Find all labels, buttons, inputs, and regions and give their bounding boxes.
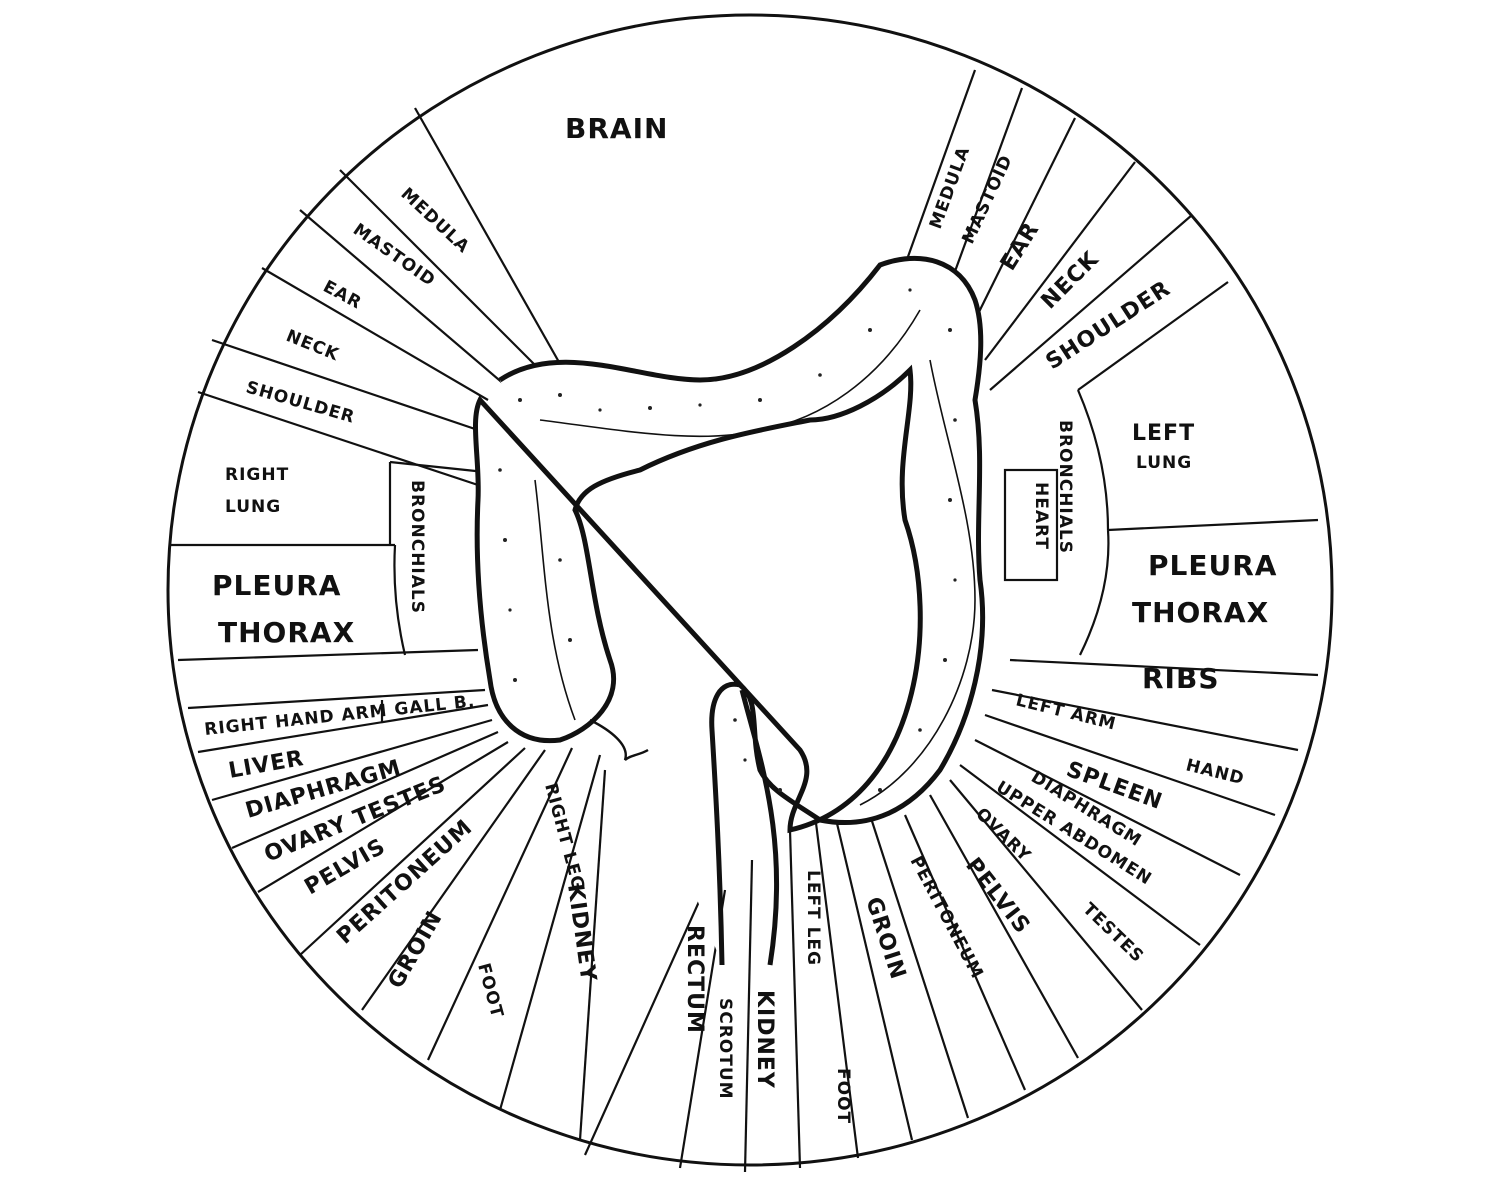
label-right-hand-arm: RIGHT HAND ARM [203,701,388,740]
label-left-thorax: THORAX [1132,596,1269,629]
label-left-leg: LEFT LEG [803,870,823,966]
label-right-pleura: PLEURA [212,569,341,602]
label-left-neck: NECK [1037,247,1105,315]
label-left-lung-1: LEFT [1132,421,1195,446]
label-right-groin: GROIN [384,907,448,993]
zone-dividers [170,69,1319,1173]
label-left-hand: HAND [1184,755,1247,789]
label-right-neck: NECK [283,326,342,365]
label-right-lung-1: RIGHT [225,465,289,485]
label-left-pelvis: PELVIS [960,853,1035,939]
label-ribs: RIBS [1142,662,1220,695]
label-left-pleura: PLEURA [1148,549,1277,582]
label-right-thorax: THORAX [218,616,355,649]
label-right-medula: MEDULA [397,184,474,258]
label-left-foot: FOOT [833,1068,853,1124]
colon-illustration [472,256,986,966]
label-scrotum: SCROTUM [715,998,735,1100]
label-right-shoulder: SHOULDER [244,378,358,428]
label-right-bronchials: BRONCHIALS [407,480,427,614]
label-left-ear: EAR [996,218,1045,275]
label-rectum: RECTUM [682,925,707,1034]
label-left-kidney: KIDNEY [752,990,777,1089]
label-left-testes: TESTES [1079,899,1148,967]
label-left-groin: GROIN [860,894,910,983]
label-left-bronchials: BRONCHIALS [1055,420,1075,554]
label-right-leg: RIGHT LEG [540,781,588,893]
label-right-ear: EAR [320,277,365,314]
outer-circle [166,13,1334,1167]
label-liver: LIVER [227,746,306,784]
label-right-kidney: KIDNEY [562,882,601,983]
label-left-lung-2: LUNG [1136,453,1192,473]
colon-stipple [498,288,957,792]
label-right-foot: FOOT [473,961,507,1020]
label-left-arm: LEFT ARM [1014,690,1119,734]
label-right-lung-2: LUNG [225,497,281,517]
label-brain: BRAIN [565,112,668,145]
label-heart: HEART [1031,482,1051,550]
